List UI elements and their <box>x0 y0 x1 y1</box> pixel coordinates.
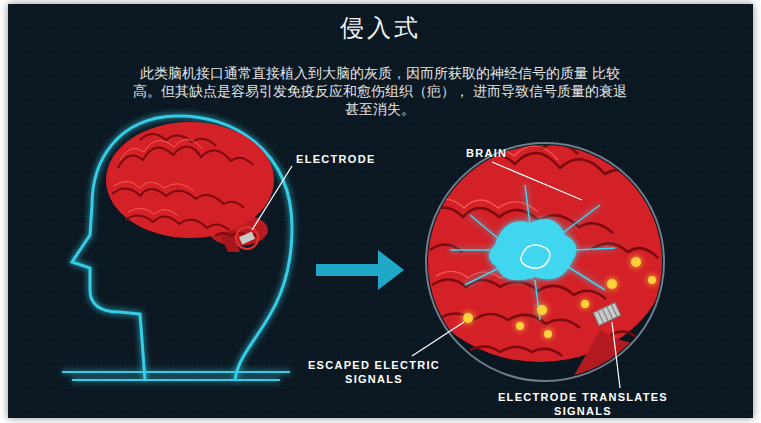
arrow <box>316 250 404 290</box>
leader-lines <box>412 162 620 388</box>
description: 此类脑机接口通常直接植入到大脑的灰质，因而所获取的神经信号的质量 比较高。但其缺… <box>130 64 630 118</box>
title: 侵入式 <box>230 12 530 44</box>
electrode-small <box>236 227 258 249</box>
grid <box>8 4 753 418</box>
part-label: ELECTRODE <box>296 152 396 166</box>
part-label: ESCAPED ELECTRIC SIGNALS <box>296 358 452 386</box>
head-outline <box>62 116 292 380</box>
part-label: ELECTRODE TRANSLATES SIGNALS <box>488 390 678 418</box>
part-label: BRAIN <box>466 146 546 160</box>
brain-small <box>106 122 274 252</box>
leader-line <box>252 166 292 230</box>
electrode-large <box>593 303 621 326</box>
brain-large <box>410 138 680 400</box>
